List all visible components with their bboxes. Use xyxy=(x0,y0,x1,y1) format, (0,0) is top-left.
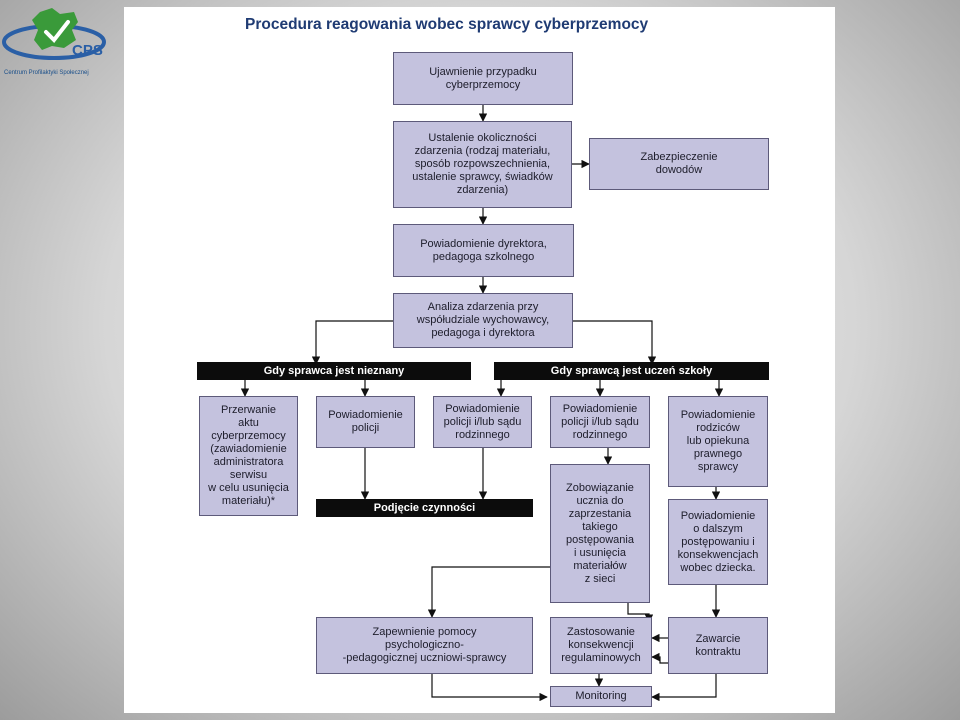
node-monitoring: Monitoring xyxy=(550,686,652,707)
branch-unknown-perpetrator: Gdy sprawca jest nieznany xyxy=(197,362,471,380)
node-notify-director: Powiadomienie dyrektora, pedagoga szkoln… xyxy=(393,224,574,277)
node-establish-circumstances: Ustalenie okoliczności zdarzenia (rodzaj… xyxy=(393,121,572,208)
node-apply-consequences: Zastosowanie konsekwencji regulaminowych xyxy=(550,617,652,674)
node-notify-parents: Powiadomienie rodziców lub opiekuna praw… xyxy=(668,396,768,487)
node-notify-police-court-2: Powiadomienie policji i/lub sądu rodzinn… xyxy=(550,396,650,448)
connector-arrows xyxy=(240,105,724,702)
logo-organization: Centrum Profilaktyki Społecznej xyxy=(4,70,89,76)
node-analysis: Analiza zdarzenia przy współudziale wych… xyxy=(393,293,573,348)
cps-logo: CPS Centrum Profilaktyki Społecznej xyxy=(2,6,122,86)
node-disclosure: Ujawnienie przypadku cyberprzemocy xyxy=(393,52,573,105)
node-psychological-help: Zapewnienie pomocy psychologiczno- -peda… xyxy=(316,617,533,674)
node-notify-police: Powiadomienie policji xyxy=(316,396,415,448)
diagram-title: Procedura reagowania wobec sprawcy cyber… xyxy=(245,16,649,33)
bar-take-action: Podjęcie czynności xyxy=(316,499,533,517)
slide: Procedura reagowania wobec sprawcy cyber… xyxy=(124,7,835,713)
node-inform-proceedings: Powiadomienie o dalszym postępowaniu i k… xyxy=(668,499,768,585)
node-secure-evidence: Zabezpieczenie dowodów xyxy=(589,138,769,190)
node-oblige-student: Zobowiązanie ucznia do zaprzestania taki… xyxy=(550,464,650,603)
node-contract: Zawarcie kontraktu xyxy=(668,617,768,674)
cps-logo-icon xyxy=(2,8,106,60)
branch-student-perpetrator: Gdy sprawcą jest uczeń szkoły xyxy=(494,362,769,380)
logo-abbreviation: CPS xyxy=(72,42,103,59)
node-notify-police-court-1: Powiadomienie policji i/lub sądu rodzinn… xyxy=(433,396,532,448)
node-stop-cyberviolence: Przerwanie aktu cyberprzemocy (zawiadomi… xyxy=(199,396,298,516)
